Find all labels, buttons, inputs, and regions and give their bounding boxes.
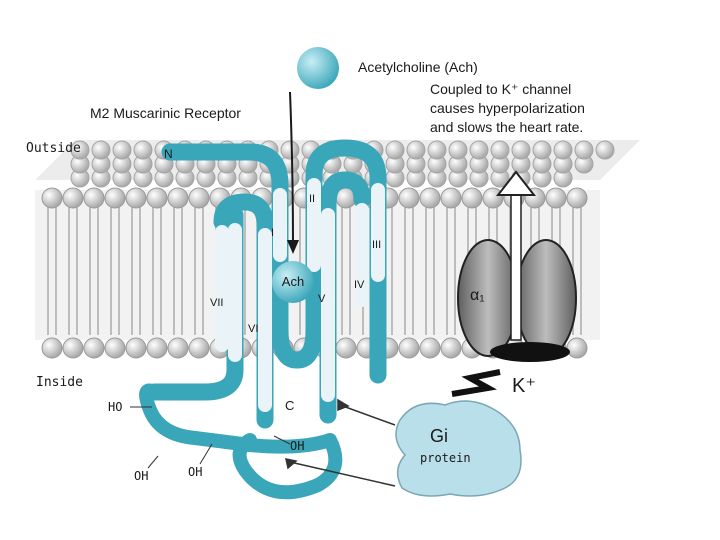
lipid-head <box>112 140 132 160</box>
channel-subunit-right <box>515 239 577 357</box>
c-terminus-label: C <box>285 398 294 413</box>
lipid-head <box>574 140 594 160</box>
lipid-head <box>461 187 483 209</box>
lipid-head <box>398 187 420 209</box>
lipid-head <box>595 140 615 160</box>
lipid-head <box>385 140 405 160</box>
lipid-head <box>188 337 210 359</box>
helix-label-iii: III <box>372 239 381 251</box>
lipid-head <box>83 337 105 359</box>
lipid-head <box>62 337 84 359</box>
c-terminal-tail <box>139 383 343 500</box>
lipid-head <box>419 337 441 359</box>
lipid-head <box>167 337 189 359</box>
lipid-head <box>440 337 462 359</box>
note-line-1: Coupled to K⁺ channel <box>430 81 571 97</box>
bound-ach-label: Ach <box>282 274 304 289</box>
lipid-head <box>398 337 420 359</box>
potassium-ion-label: K⁺ <box>512 375 536 397</box>
n-terminus-label: N <box>164 147 173 161</box>
note-line-2: causes hyperpolarization <box>430 100 585 116</box>
channel-base <box>490 342 570 362</box>
lipid-head <box>91 140 111 160</box>
lipid-head <box>406 140 426 160</box>
ligand-name: Acetylcholine (Ach) <box>358 59 478 75</box>
acetylcholine-molecule <box>297 47 339 89</box>
lipid-head <box>146 337 168 359</box>
lipid-head <box>545 187 567 209</box>
lipid-head <box>469 140 489 160</box>
note-line-3: and slows the heart rate. <box>430 119 583 135</box>
bound-acetylcholine <box>272 261 314 303</box>
lipid-head <box>553 140 573 160</box>
hydroxyl-label-oh-1: OH <box>290 439 304 453</box>
lipid-head <box>41 337 63 359</box>
g-protein-sublabel: protein <box>420 451 471 465</box>
outside-label: Outside <box>26 141 81 156</box>
k-channel <box>451 170 577 397</box>
lipid-head <box>419 187 441 209</box>
ion-flow-arrow <box>510 189 522 341</box>
inside-label: Inside <box>36 375 83 390</box>
helix-label-v: V <box>318 293 326 305</box>
lipid-head <box>427 140 447 160</box>
hydroxyl-leaders <box>130 406 291 469</box>
lipid-head <box>70 140 90 160</box>
receptor-chain <box>146 139 387 429</box>
diagram-title: M2 Muscarinic Receptor <box>90 105 241 121</box>
lipid-head <box>280 140 300 160</box>
gi-protein <box>395 400 522 497</box>
lipid-head <box>511 140 531 160</box>
binding-arrow <box>289 91 294 245</box>
lipid-head <box>482 187 504 209</box>
lipid-head <box>41 187 63 209</box>
lipid-head <box>566 337 588 359</box>
gprotein-pointers <box>285 398 396 487</box>
lipid-head <box>104 337 126 359</box>
channel-subunit-label: α₁ <box>470 287 485 304</box>
hydroxyl-label-ho: HO <box>108 400 122 414</box>
helix-highlights <box>215 178 385 412</box>
lipid-head <box>125 187 147 209</box>
lipid-head <box>133 140 153 160</box>
binding-arrowhead <box>287 240 299 254</box>
lipid-head <box>440 187 462 209</box>
lipid-head <box>104 187 126 209</box>
lipid-head <box>146 187 168 209</box>
helix-label-vi: VI <box>248 323 258 335</box>
lipid-head <box>335 337 357 359</box>
lipid-head <box>125 337 147 359</box>
helix-label-i: I <box>271 227 274 239</box>
lipid-head <box>490 140 510 160</box>
channel-subunit-left <box>457 239 519 357</box>
helix-label-iv: IV <box>354 279 365 291</box>
helix-label-ii: II <box>309 193 315 205</box>
hydroxyl-label-oh-2: OH <box>134 469 148 483</box>
hydroxyl-label-oh-3: OH <box>188 465 202 479</box>
ion-flow-arrowhead <box>495 170 537 196</box>
lipid-head <box>566 187 588 209</box>
lipid-head <box>167 187 189 209</box>
lipid-head <box>532 140 552 160</box>
lipid-head <box>188 187 210 209</box>
lipid-head <box>448 140 468 160</box>
m2-receptor <box>139 139 387 500</box>
helix-label-vii: VII <box>210 297 223 309</box>
lipid-head <box>62 187 84 209</box>
gprotein-link-zigzag <box>451 369 501 397</box>
g-protein-name: Gi <box>430 426 448 446</box>
lipid-head <box>83 187 105 209</box>
